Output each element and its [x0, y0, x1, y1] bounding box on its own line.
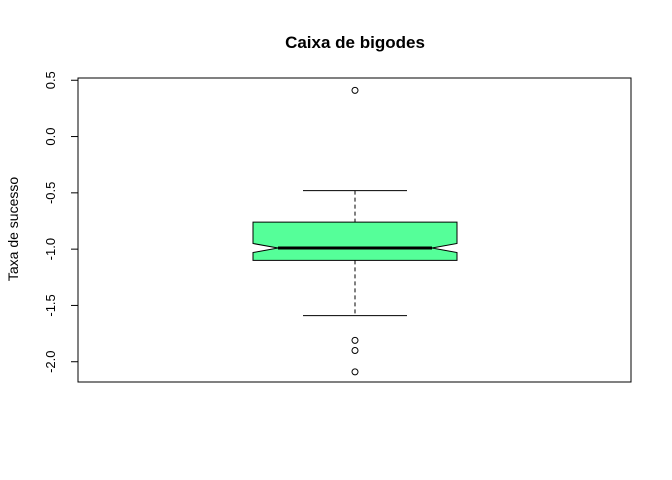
y-tick-label: -1.0: [43, 238, 58, 260]
y-axis: 0.5 0.0 -0.5 -1.0 -1.5 -2.0: [43, 71, 79, 373]
outlier-point: [351, 346, 359, 354]
y-tick-label: -2.0: [43, 351, 58, 373]
y-tick-label: -1.5: [43, 294, 58, 316]
y-axis-label: Taxa de sucesso: [5, 177, 21, 281]
y-tick-label: -0.5: [43, 182, 58, 204]
box-body: [252, 221, 458, 261]
outlier-point: [351, 86, 359, 94]
outlier-point: [351, 368, 359, 376]
outlier-point: [351, 336, 359, 344]
plot-area: [252, 86, 458, 376]
chart-title: Caixa de bigodes: [285, 33, 425, 52]
y-tick-label: 0.0: [43, 128, 58, 146]
y-tick-label: 0.5: [43, 71, 58, 89]
